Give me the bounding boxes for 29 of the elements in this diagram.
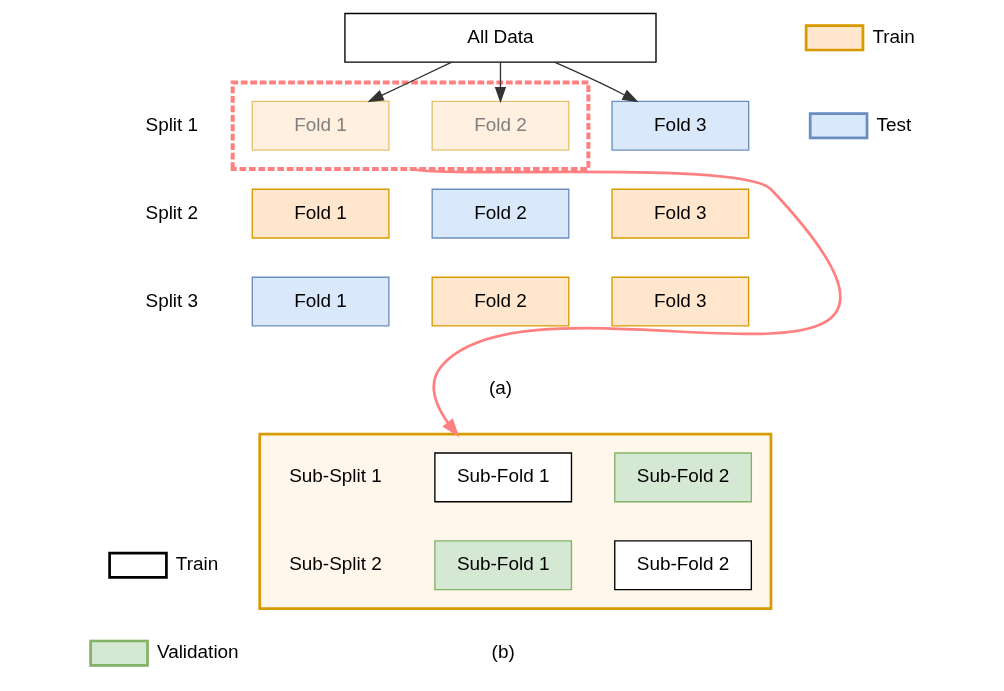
label: Split 3 bbox=[145, 289, 198, 311]
node-box: Fold 3 bbox=[610, 188, 749, 239]
label: Sub-Split 1 bbox=[288, 465, 382, 487]
node-box: Fold 3 bbox=[610, 100, 749, 151]
node-box: Fold 1 bbox=[251, 100, 390, 151]
label: Sub-Split 2 bbox=[288, 553, 382, 575]
cluster bbox=[230, 80, 590, 172]
node-box: Fold 2 bbox=[431, 100, 569, 151]
node-box: Sub-Fold 2 bbox=[613, 540, 752, 591]
node-box: Fold 2 bbox=[431, 188, 569, 239]
legend-label: Train bbox=[175, 553, 218, 575]
label: (b) bbox=[491, 641, 515, 663]
node-box: Sub-Fold 1 bbox=[433, 452, 572, 503]
label: (a) bbox=[488, 377, 512, 399]
node-box: Sub-Fold 1 bbox=[433, 540, 572, 591]
node-box: Fold 1 bbox=[251, 276, 390, 327]
cluster bbox=[257, 432, 772, 610]
node-box: Fold 1 bbox=[251, 188, 390, 239]
arrow bbox=[410, 167, 840, 438]
arrow bbox=[494, 61, 506, 104]
legend-label: Train bbox=[871, 25, 915, 47]
node-box: Sub-Fold 2 bbox=[613, 452, 752, 503]
node-box: All Data bbox=[343, 12, 657, 63]
legend-label: Test bbox=[875, 113, 911, 135]
node-box: Fold 2 bbox=[431, 276, 569, 327]
node-box: Fold 3 bbox=[610, 276, 749, 327]
label: Split 1 bbox=[145, 113, 198, 135]
legend-label: Validation bbox=[156, 641, 239, 663]
label: Split 2 bbox=[145, 201, 198, 223]
